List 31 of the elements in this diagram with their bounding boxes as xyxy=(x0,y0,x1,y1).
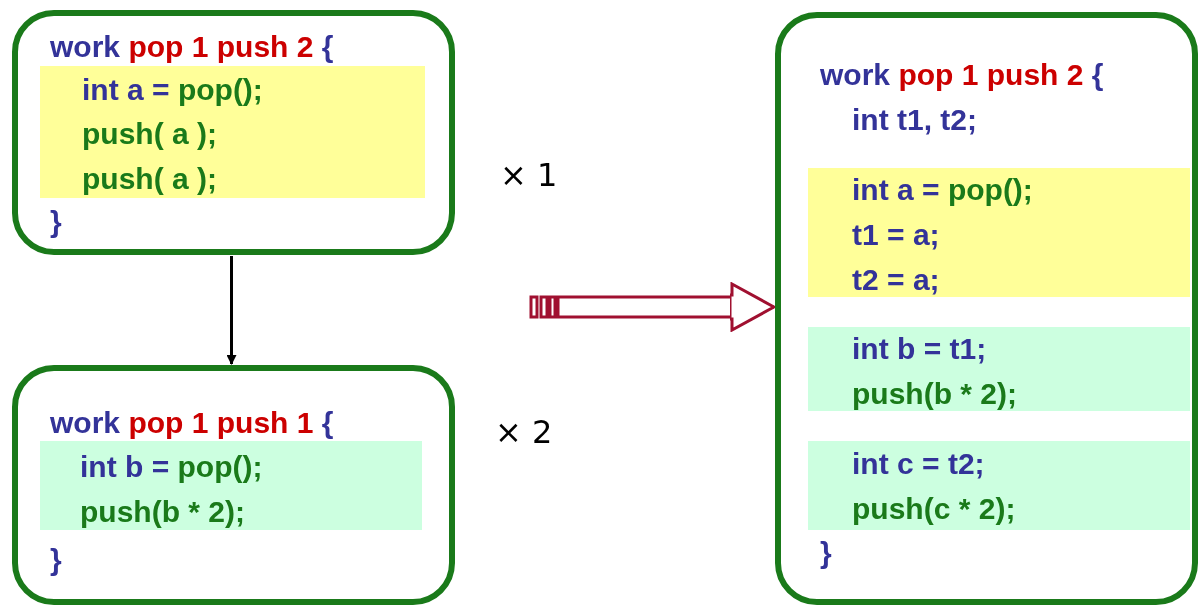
filter-box xyxy=(12,365,455,605)
code-line: int b = pop(); xyxy=(80,449,263,485)
code-line: int a = pop(); xyxy=(852,172,1033,208)
code-block xyxy=(40,66,425,198)
code-line: push(b * 2); xyxy=(80,494,246,530)
code-block xyxy=(808,168,1190,297)
code-line: push(c * 2); xyxy=(852,491,1016,527)
transform-arrow xyxy=(529,282,776,332)
arrow xyxy=(226,256,237,365)
code-line: int t1, t2; xyxy=(852,102,978,138)
multiplier-label: × 1 xyxy=(500,155,558,195)
code-block xyxy=(808,327,1190,411)
filter-box xyxy=(12,10,455,255)
code-line: } xyxy=(50,542,62,578)
code-line: } xyxy=(50,204,62,240)
multiplier-label: × 2 xyxy=(495,412,553,452)
code-line: push(b * 2); xyxy=(852,376,1018,412)
code-line: } xyxy=(820,535,832,571)
code-line: t2 = a; xyxy=(852,262,940,298)
code-block xyxy=(40,441,422,530)
code-block xyxy=(808,441,1190,530)
code-line: work pop 1 push 1 { xyxy=(50,405,334,441)
code-line: int a = pop(); xyxy=(82,72,263,108)
code-line: push( a ); xyxy=(82,116,217,152)
filter-box xyxy=(775,12,1198,605)
code-line: work pop 1 push 2 { xyxy=(50,29,334,65)
code-line: int b = t1; xyxy=(852,331,987,367)
code-line: t1 = a; xyxy=(852,217,940,253)
code-line: work pop 1 push 2 { xyxy=(820,57,1104,93)
code-line: push( a ); xyxy=(82,161,217,197)
code-line: int c = t2; xyxy=(852,446,985,482)
